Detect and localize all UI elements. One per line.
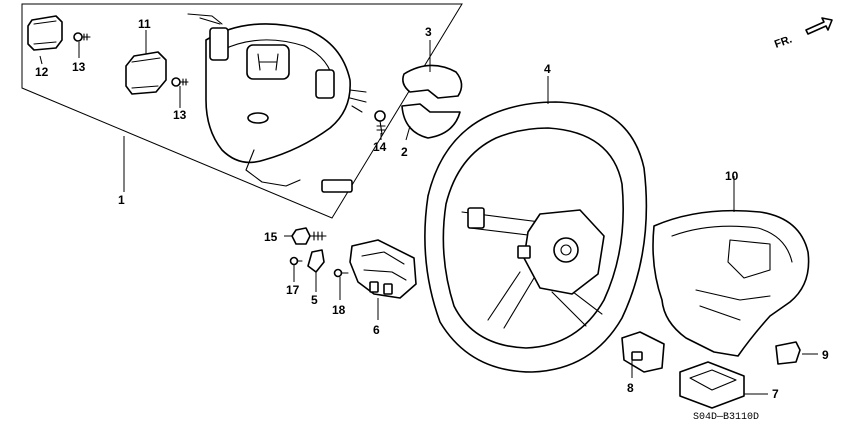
part-9-clip [775, 341, 801, 365]
part-17-screw [289, 256, 303, 266]
part-number-10: 10 [725, 169, 739, 183]
part-12-cap [27, 15, 63, 51]
part-13-screw-a [73, 32, 91, 42]
part-number-5: 5 [311, 293, 318, 307]
part-7-lower-garnish [679, 361, 745, 409]
part-18-screw [333, 268, 349, 278]
airbag-module [187, 13, 367, 193]
leader-lines [39, 30, 818, 395]
part-number-8: 8 [627, 381, 634, 395]
part-number-4: 4 [544, 62, 551, 76]
part-4-steering-wheel [424, 101, 648, 373]
part-number-12: 12 [35, 65, 49, 79]
part-number-1: 1 [118, 193, 125, 207]
part-11-cap [125, 51, 167, 95]
part-10-lower-cover [652, 209, 810, 357]
part-number-2: 2 [401, 145, 408, 159]
part-number-13a: 13 [72, 60, 86, 74]
part-number-13b: 13 [173, 108, 187, 122]
front-direction-arrow: FR. [773, 17, 833, 51]
part-number-7: 7 [772, 387, 779, 401]
part-number-11: 11 [138, 17, 151, 31]
diagram-code: S04D—B3110D [693, 412, 759, 423]
front-direction-label: FR. [773, 33, 794, 50]
part-13-screw-b [171, 77, 189, 87]
part-number-17: 17 [286, 283, 300, 297]
part-number-14: 14 [373, 140, 387, 154]
part-6-switch-assembly [349, 239, 417, 299]
part-number-3: 3 [425, 25, 432, 39]
part-5-bracket [307, 249, 325, 273]
part-3-reel-cover [402, 64, 463, 99]
part-number-9: 9 [822, 348, 829, 362]
airbag-assembly-outline [21, 3, 463, 219]
part-8-bracket [621, 331, 665, 373]
part-number-15: 15 [264, 230, 278, 244]
part-number-18: 18 [332, 303, 346, 317]
part-2-reel-cover [401, 103, 461, 139]
part-15-bolt [291, 227, 327, 245]
part-14-screw [374, 110, 386, 135]
part-number-6: 6 [373, 323, 380, 337]
